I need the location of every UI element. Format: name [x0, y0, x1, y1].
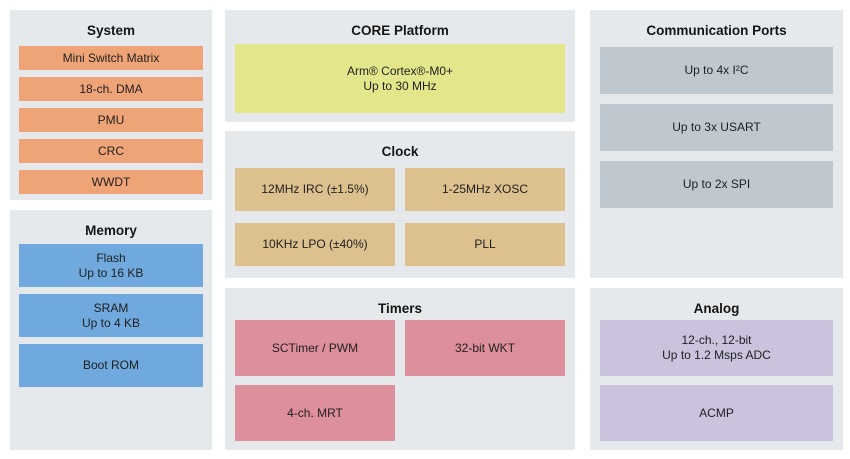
block-xosc: 1-25MHz XOSC: [405, 168, 565, 211]
block-cortex-m0plus: Arm® Cortex®-M0+ Up to 30 MHz: [235, 44, 565, 113]
block-lpo: 10KHz LPO (±40%): [235, 223, 395, 266]
block-wkt: 32-bit WKT: [405, 320, 565, 376]
system-panel-items: Mini Switch Matrix 18-ch. DMA PMU CRC WW…: [10, 39, 212, 194]
block-label-line1: Flash: [96, 250, 126, 265]
block-sctimer-pwm: SCTimer / PWM: [235, 320, 395, 376]
communication-ports-panel: Communication Ports Up to 4x I²C Up to 3…: [590, 10, 843, 278]
core-platform-panel: CORE Platform Arm® Cortex®-M0+ Up to 30 …: [225, 10, 575, 122]
system-panel: System Mini Switch Matrix 18-ch. DMA PMU…: [10, 10, 212, 200]
clock-panel-title: Clock: [381, 144, 419, 159]
block-label: Mini Switch Matrix: [62, 50, 160, 65]
block-label: 32-bit WKT: [454, 340, 515, 355]
block-i2c: Up to 4x I²C: [600, 47, 833, 94]
analog-panel-title: Analog: [693, 301, 740, 316]
block-label-line2: Up to 1.2 Msps ADC: [662, 348, 771, 362]
block-mini-switch-matrix: Mini Switch Matrix: [19, 46, 203, 70]
block-label: WWDT: [91, 174, 131, 189]
communication-ports-panel-items: Up to 4x I²C Up to 3x USART Up to 2x SPI: [590, 39, 843, 208]
memory-panel-items: Flash Up to 16 KB SRAM Up to 4 KB Boot R…: [10, 239, 212, 387]
block-label: Up to 4x I²C: [684, 63, 749, 77]
block-label-line1: SRAM: [93, 300, 129, 315]
block-label: PLL: [474, 237, 496, 251]
block-label: 1-25MHz XOSC: [441, 182, 529, 196]
block-pmu: PMU: [19, 108, 203, 132]
core-platform-panel-title: CORE Platform: [351, 23, 449, 38]
block-mrt: 4-ch. MRT: [235, 385, 395, 441]
block-label: Up to 3x USART: [672, 120, 761, 134]
communication-ports-panel-title: Communication Ports: [646, 23, 787, 38]
block-label: SCTimer / PWM: [271, 340, 359, 355]
block-label-line2: Up to 4 KB: [81, 315, 141, 330]
block-sram: SRAM Up to 4 KB: [19, 294, 203, 337]
block-label: PMU: [97, 112, 125, 127]
timers-panel-items: SCTimer / PWM 32-bit WKT 4-ch. MRT: [225, 317, 575, 441]
block-irc: 12MHz IRC (±1.5%): [235, 168, 395, 211]
block-boot-rom: Boot ROM: [19, 344, 203, 387]
block-label: 4-ch. MRT: [287, 405, 343, 420]
block-label: ACMP: [699, 405, 734, 420]
block-usart: Up to 3x USART: [600, 104, 833, 151]
clock-panel-items: 12MHz IRC (±1.5%) 1-25MHz XOSC 10KHz LPO…: [225, 160, 575, 266]
block-label: Boot ROM: [82, 358, 139, 372]
analog-panel: Analog 12-ch., 12-bit Up to 1.2 Msps ADC…: [590, 288, 843, 450]
timers-panel-title: Timers: [377, 301, 423, 316]
block-spi: Up to 2x SPI: [600, 161, 833, 208]
block-flash: Flash Up to 16 KB: [19, 244, 203, 287]
analog-panel-items: 12-ch., 12-bit Up to 1.2 Msps ADC ACMP: [590, 317, 843, 441]
block-label: 18-ch. DMA: [79, 81, 143, 96]
memory-panel-title: Memory: [85, 223, 137, 238]
block-wwdt: WWDT: [19, 170, 203, 194]
block-acmp: ACMP: [600, 385, 833, 441]
block-label-line2: Up to 16 KB: [78, 265, 144, 280]
block-adc: 12-ch., 12-bit Up to 1.2 Msps ADC: [600, 320, 833, 376]
block-label-line1: Arm® Cortex®-M0+: [346, 63, 454, 78]
block-label: 10KHz LPO (±40%): [262, 237, 368, 251]
timers-panel: Timers SCTimer / PWM 32-bit WKT 4-ch. MR…: [225, 288, 575, 450]
block-label-line2: Up to 30 MHz: [363, 78, 437, 93]
block-label: Up to 2x SPI: [682, 177, 751, 191]
block-crc: CRC: [19, 139, 203, 163]
system-panel-title: System: [86, 23, 136, 38]
core-platform-panel-items: Arm® Cortex®-M0+ Up to 30 MHz: [225, 39, 575, 113]
block-dma: 18-ch. DMA: [19, 77, 203, 101]
block-label-line1: 12-ch., 12-bit: [681, 333, 752, 347]
memory-panel: Memory Flash Up to 16 KB SRAM Up to 4 KB…: [10, 210, 212, 450]
block-label: 12MHz IRC (±1.5%): [261, 182, 369, 196]
clock-panel: Clock 12MHz IRC (±1.5%) 1-25MHz XOSC 10K…: [225, 131, 575, 278]
block-label: CRC: [98, 143, 124, 158]
block-pll: PLL: [405, 223, 565, 266]
